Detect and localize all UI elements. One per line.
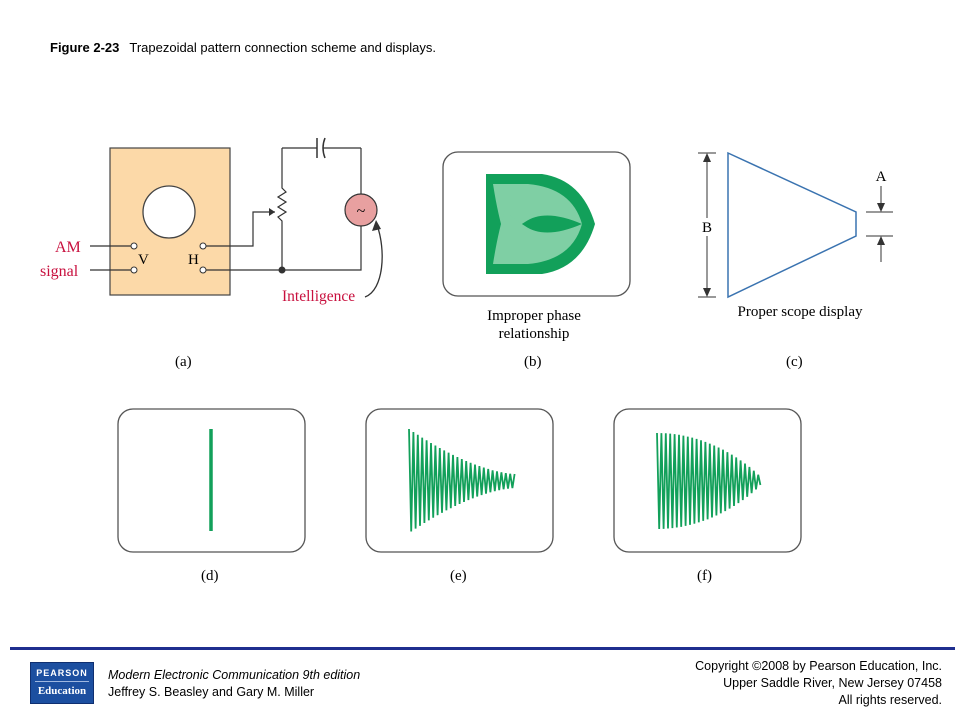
book-authors: Jeffrey S. Beasley and Gary M. Miller	[108, 685, 315, 699]
panel-f-display: (f)	[613, 408, 802, 584]
panel-b-sublabel: (b)	[524, 354, 542, 370]
v-terminal-top	[130, 242, 138, 250]
scope-screen-f	[613, 408, 802, 553]
panel-f-sublabel: (f)	[697, 568, 712, 584]
potentiometer	[276, 148, 288, 270]
signal-label: signal	[40, 263, 79, 280]
panel-a-sublabel: (a)	[175, 354, 192, 370]
trapezoid-pattern	[727, 151, 857, 299]
h-label: H	[188, 252, 199, 268]
v-terminal-bottom	[130, 266, 138, 274]
panel-b-improper-phase: Improper phase relationship (b)	[442, 151, 631, 370]
intelligence-label: Intelligence	[282, 288, 355, 305]
figure-number: Figure 2-23	[50, 40, 120, 55]
panel-b-caption-line1: Improper phase	[487, 308, 581, 324]
copyright-line2: Upper Saddle River, New Jersey 07458	[723, 676, 942, 690]
footer-rule	[10, 647, 955, 650]
copyright: Copyright ©2008 by Pearson Education, In…	[695, 658, 942, 709]
copyright-line3: All rights reserved.	[838, 693, 942, 707]
figure-diagram: V H AM signal ~ Intelligence (a) Impr	[40, 137, 893, 584]
panel-d-sublabel: (d)	[201, 568, 219, 584]
am-label: AM	[55, 239, 81, 256]
label-b: B	[702, 220, 712, 236]
waveform-e	[408, 428, 516, 532]
copyright-line1: Copyright ©2008 by Pearson Education, In…	[695, 659, 942, 673]
panel-c-sublabel: (c)	[786, 354, 803, 370]
logo-line2: Education	[37, 685, 87, 697]
figure-title: Trapezoidal pattern connection scheme an…	[129, 40, 437, 55]
v-label: V	[138, 252, 149, 268]
panel-b-caption-line2: relationship	[499, 326, 570, 342]
source-symbol: ~	[357, 203, 366, 220]
panel-c-proper-display: B A Proper scope display (c)	[698, 151, 893, 370]
panel-a-connection-scheme: V H AM signal ~ Intelligence (a)	[40, 137, 383, 370]
book-title: Modern Electronic Communication 9th edit…	[108, 668, 361, 682]
pearson-logo: PEARSON Education	[30, 662, 94, 704]
phase-pattern-lower-lobe	[493, 210, 582, 264]
book-info: Modern Electronic Communication 9th edit…	[108, 667, 360, 701]
h-terminal-top	[199, 242, 207, 250]
figure-caption: Figure 2-23 Trapezoidal pattern connectio…	[50, 40, 436, 55]
logo-line1: PEARSON	[35, 668, 89, 682]
label-a: A	[876, 169, 887, 185]
panel-e-sublabel: (e)	[450, 568, 467, 584]
scope-screen-e	[365, 408, 554, 553]
panel-c-caption: Proper scope display	[738, 304, 863, 320]
h-terminal-bottom	[199, 266, 207, 274]
oscilloscope-screen	[142, 185, 196, 239]
waveform-f	[656, 432, 762, 530]
panel-d-display: (d)	[117, 408, 306, 584]
panel-e-display: (e)	[365, 408, 554, 584]
